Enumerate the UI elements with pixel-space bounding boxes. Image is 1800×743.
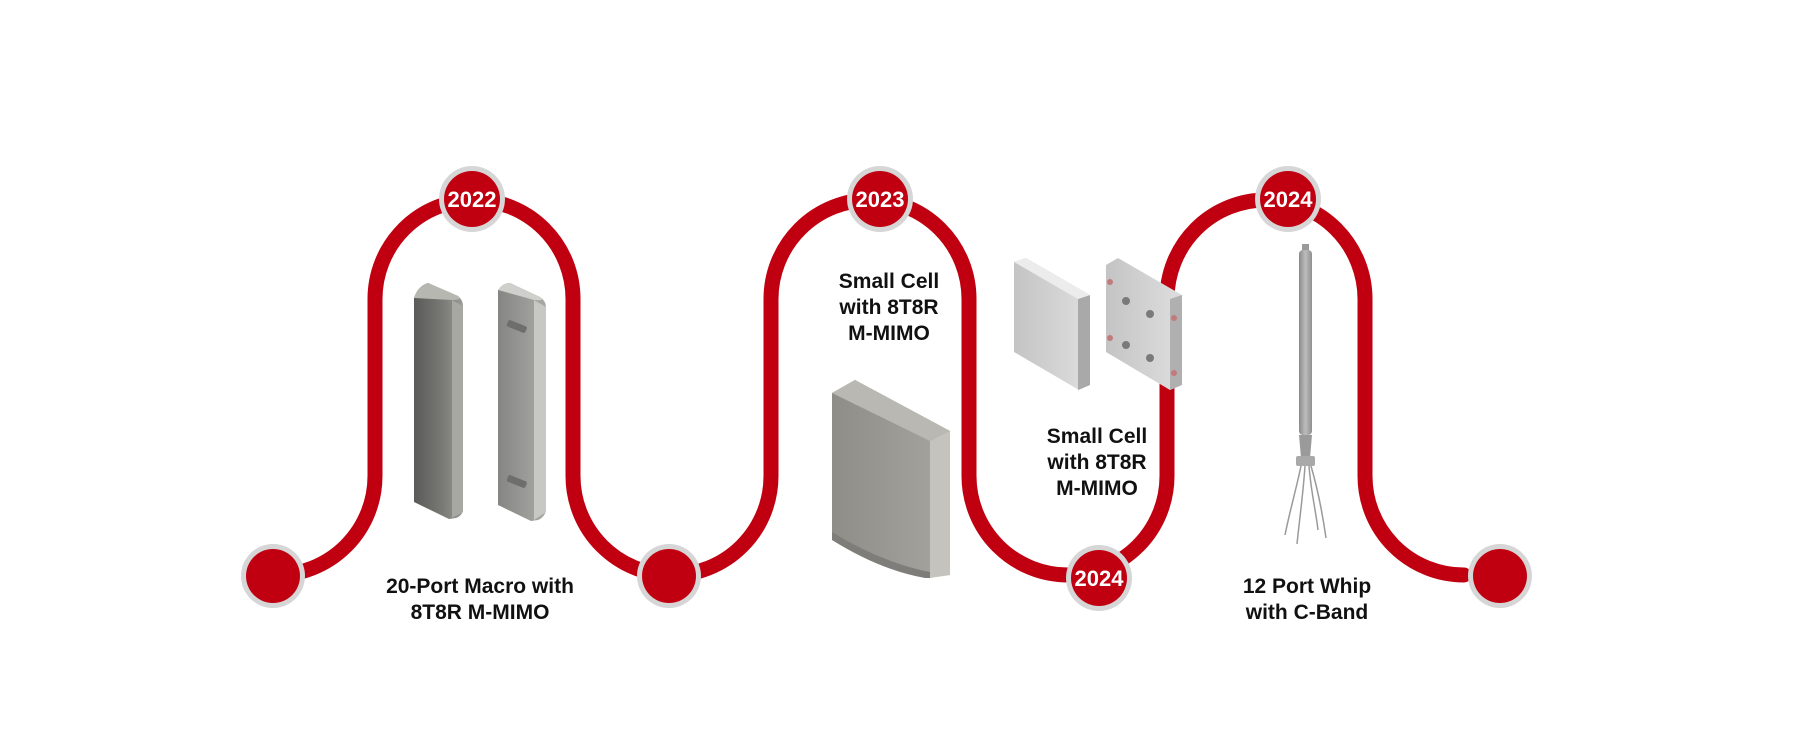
caption-line: with C-Band bbox=[1245, 601, 1368, 624]
small-cell-cabinet-image bbox=[832, 380, 950, 578]
year-label: 2022 bbox=[448, 187, 497, 212]
year-badge-2022: 2022 bbox=[439, 166, 505, 232]
small-cell-pair-image bbox=[1014, 258, 1182, 390]
caption-line: 8T8R M-MIMO bbox=[411, 601, 550, 624]
caption-line: with 8T8R bbox=[1046, 451, 1146, 474]
caption-line: Small Cell bbox=[839, 270, 939, 293]
year-label: 2024 bbox=[1264, 187, 1314, 212]
caption-line: with 8T8R bbox=[838, 296, 938, 319]
caption-whip: 12 Port Whip with C-Band bbox=[1243, 575, 1371, 624]
year-label: 2023 bbox=[856, 187, 905, 212]
macro-antenna-image bbox=[414, 283, 546, 521]
caption-line: 20-Port Macro with bbox=[386, 575, 574, 598]
caption-macro: 20-Port Macro with 8T8R M-MIMO bbox=[386, 575, 574, 624]
caption-small-cell-2024: Small Cell with 8T8R M-MIMO bbox=[1046, 425, 1147, 500]
year-badge-2024-top: 2024 bbox=[1255, 166, 1321, 232]
year-badge-2023: 2023 bbox=[847, 166, 913, 232]
junction-node bbox=[637, 544, 701, 608]
year-label: 2024 bbox=[1075, 566, 1125, 591]
caption-line: 12 Port Whip bbox=[1243, 575, 1371, 598]
caption-line: M-MIMO bbox=[1056, 477, 1138, 500]
caption-small-cell-2023: Small Cell with 8T8R M-MIMO bbox=[838, 270, 939, 345]
whip-antenna-image bbox=[1284, 244, 1327, 545]
caption-line: Small Cell bbox=[1047, 425, 1147, 448]
end-node bbox=[1468, 544, 1532, 608]
caption-line: M-MIMO bbox=[848, 322, 930, 345]
year-badge-2024-bottom: 2024 bbox=[1066, 545, 1132, 611]
start-node bbox=[241, 544, 305, 608]
